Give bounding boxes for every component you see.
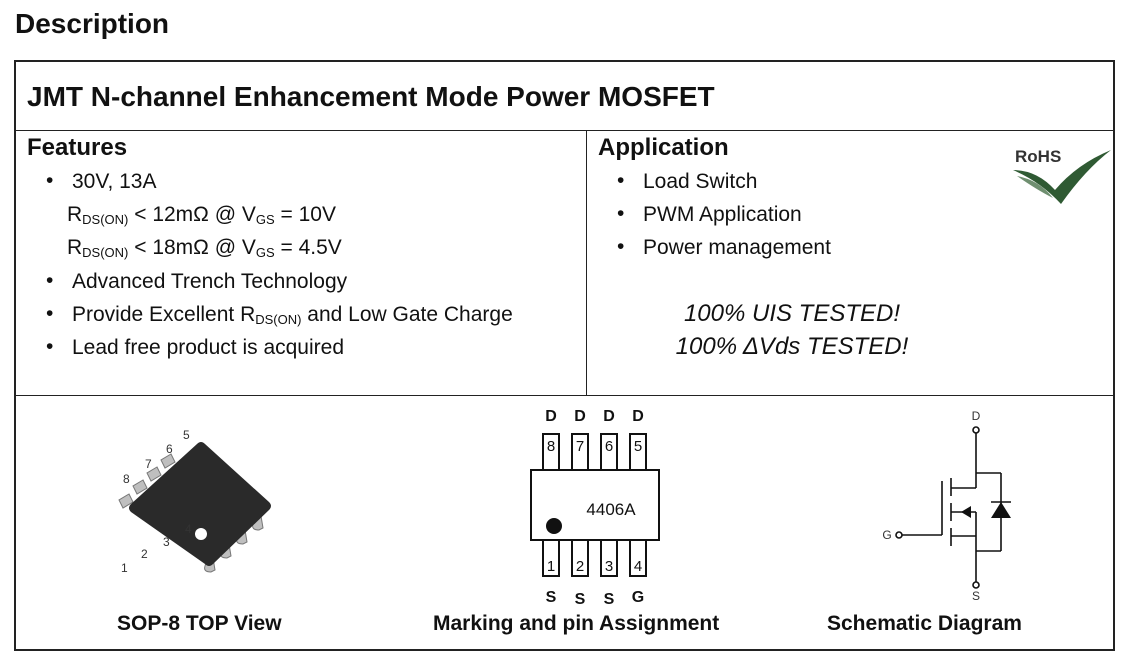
rohs-logo: RoHS <box>1013 147 1111 204</box>
bullet-icon: • <box>46 335 54 358</box>
feature-item: • Lead free product is acquired <box>46 335 345 359</box>
svg-text:S: S <box>575 591 586 608</box>
schematic-caption: Schematic Diagram <box>827 612 1022 635</box>
application-panel: Application • Load Switch • PWM Applicat… <box>587 130 1113 395</box>
application-item: • Power management <box>617 235 831 259</box>
svg-text:6: 6 <box>605 438 613 455</box>
application-item: • Load Switch <box>617 169 758 193</box>
svg-text:1: 1 <box>547 558 555 575</box>
svg-text:7: 7 <box>576 438 584 455</box>
svg-text:D: D <box>574 408 586 425</box>
section-title: Description <box>15 8 170 39</box>
bullet-icon: • <box>617 169 625 192</box>
svg-text:4: 4 <box>634 558 642 575</box>
marking-pin-diagram: D D D D 8 7 6 5 1 2 <box>530 408 660 608</box>
svg-text:4: 4 <box>185 522 192 536</box>
svg-text:S: S <box>972 589 980 603</box>
rds-spec-line: RDS(ON) < 12mΩ @ VGS = 10V <box>67 203 336 227</box>
svg-text:3: 3 <box>163 535 170 549</box>
bullet-icon: • <box>46 302 54 325</box>
diagrams-row: 1 2 3 4 5 6 7 8 SOP-8 TOP View D D D D <box>16 395 1113 649</box>
svg-text:8: 8 <box>547 438 555 455</box>
svg-text:3: 3 <box>605 558 613 575</box>
svg-text:2: 2 <box>576 558 584 575</box>
svg-text:8: 8 <box>123 472 130 486</box>
schematic-diagram: D G S <box>882 409 1011 603</box>
feature-item: • Provide Excellent RDS(ON) and Low Gate… <box>46 302 513 327</box>
svg-text:6: 6 <box>166 442 173 456</box>
bullet-icon: • <box>46 169 54 192</box>
features-title: Features <box>27 134 128 161</box>
svg-text:S: S <box>604 591 615 608</box>
svg-text:7: 7 <box>145 457 152 471</box>
bullet-icon: • <box>46 269 54 292</box>
bullet-icon: • <box>617 235 625 258</box>
svg-text:4406A: 4406A <box>586 500 636 519</box>
svg-text:G: G <box>632 589 644 606</box>
bullet-icon: • <box>617 202 625 225</box>
feature-item: • 30V, 13A <box>46 169 157 193</box>
product-header: JMT N-channel Enhancement Mode Power MOS… <box>16 62 1113 131</box>
sop8-caption: SOP-8 TOP View <box>117 612 282 635</box>
svg-text:D: D <box>972 409 981 423</box>
svg-text:RoHS: RoHS <box>1015 147 1061 166</box>
application-title: Application <box>598 134 729 161</box>
svg-text:G: G <box>882 528 891 542</box>
svg-text:S: S <box>546 589 557 606</box>
features-panel: Features • 30V, 13A RDS(ON) < 12mΩ @ VGS… <box>16 130 587 395</box>
svg-text:D: D <box>603 408 615 425</box>
rds-spec-line: RDS(ON) < 18mΩ @ VGS = 4.5V <box>67 236 342 260</box>
description-frame: JMT N-channel Enhancement Mode Power MOS… <box>14 60 1115 651</box>
dvds-tested-note: 100% ΔVds TESTED! <box>675 333 909 360</box>
product-title: JMT N-channel Enhancement Mode Power MOS… <box>27 81 715 112</box>
sop8-package-illustration: 1 2 3 4 5 6 7 8 <box>118 428 271 575</box>
feature-item: • Advanced Trench Technology <box>46 269 348 293</box>
uis-tested-note: 100% UIS TESTED! <box>683 300 901 327</box>
svg-text:D: D <box>632 408 644 425</box>
svg-text:D: D <box>545 408 557 425</box>
svg-text:1: 1 <box>121 561 128 575</box>
svg-text:5: 5 <box>634 438 642 455</box>
marking-caption: Marking and pin Assignment <box>433 612 720 635</box>
svg-text:2: 2 <box>141 547 148 561</box>
svg-text:5: 5 <box>183 428 190 442</box>
application-item: • PWM Application <box>617 202 802 226</box>
